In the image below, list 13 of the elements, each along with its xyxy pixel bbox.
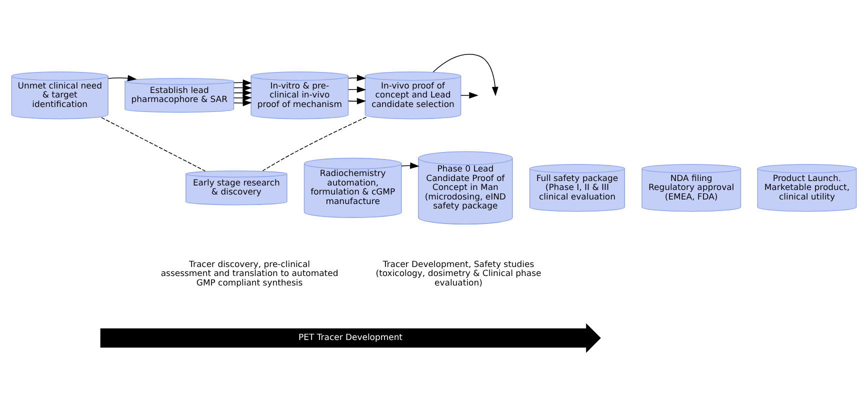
connector <box>262 116 367 171</box>
arrow <box>234 99 252 106</box>
arrow <box>348 86 366 92</box>
arrow <box>234 89 252 96</box>
arrow <box>234 94 252 101</box>
label: Tracer Development, Safety studies (toxicology, dosimetry & Clinical phase evaluation) <box>376 258 542 287</box>
arrow <box>108 74 137 81</box>
arrow <box>348 74 366 81</box>
label: Tracer discovery, pre-clinical assessment and translation to automated GMP compliant synthesis <box>160 258 338 287</box>
arrow <box>234 84 252 90</box>
arrow <box>401 162 420 168</box>
arrow <box>234 78 252 86</box>
connector <box>101 116 206 171</box>
